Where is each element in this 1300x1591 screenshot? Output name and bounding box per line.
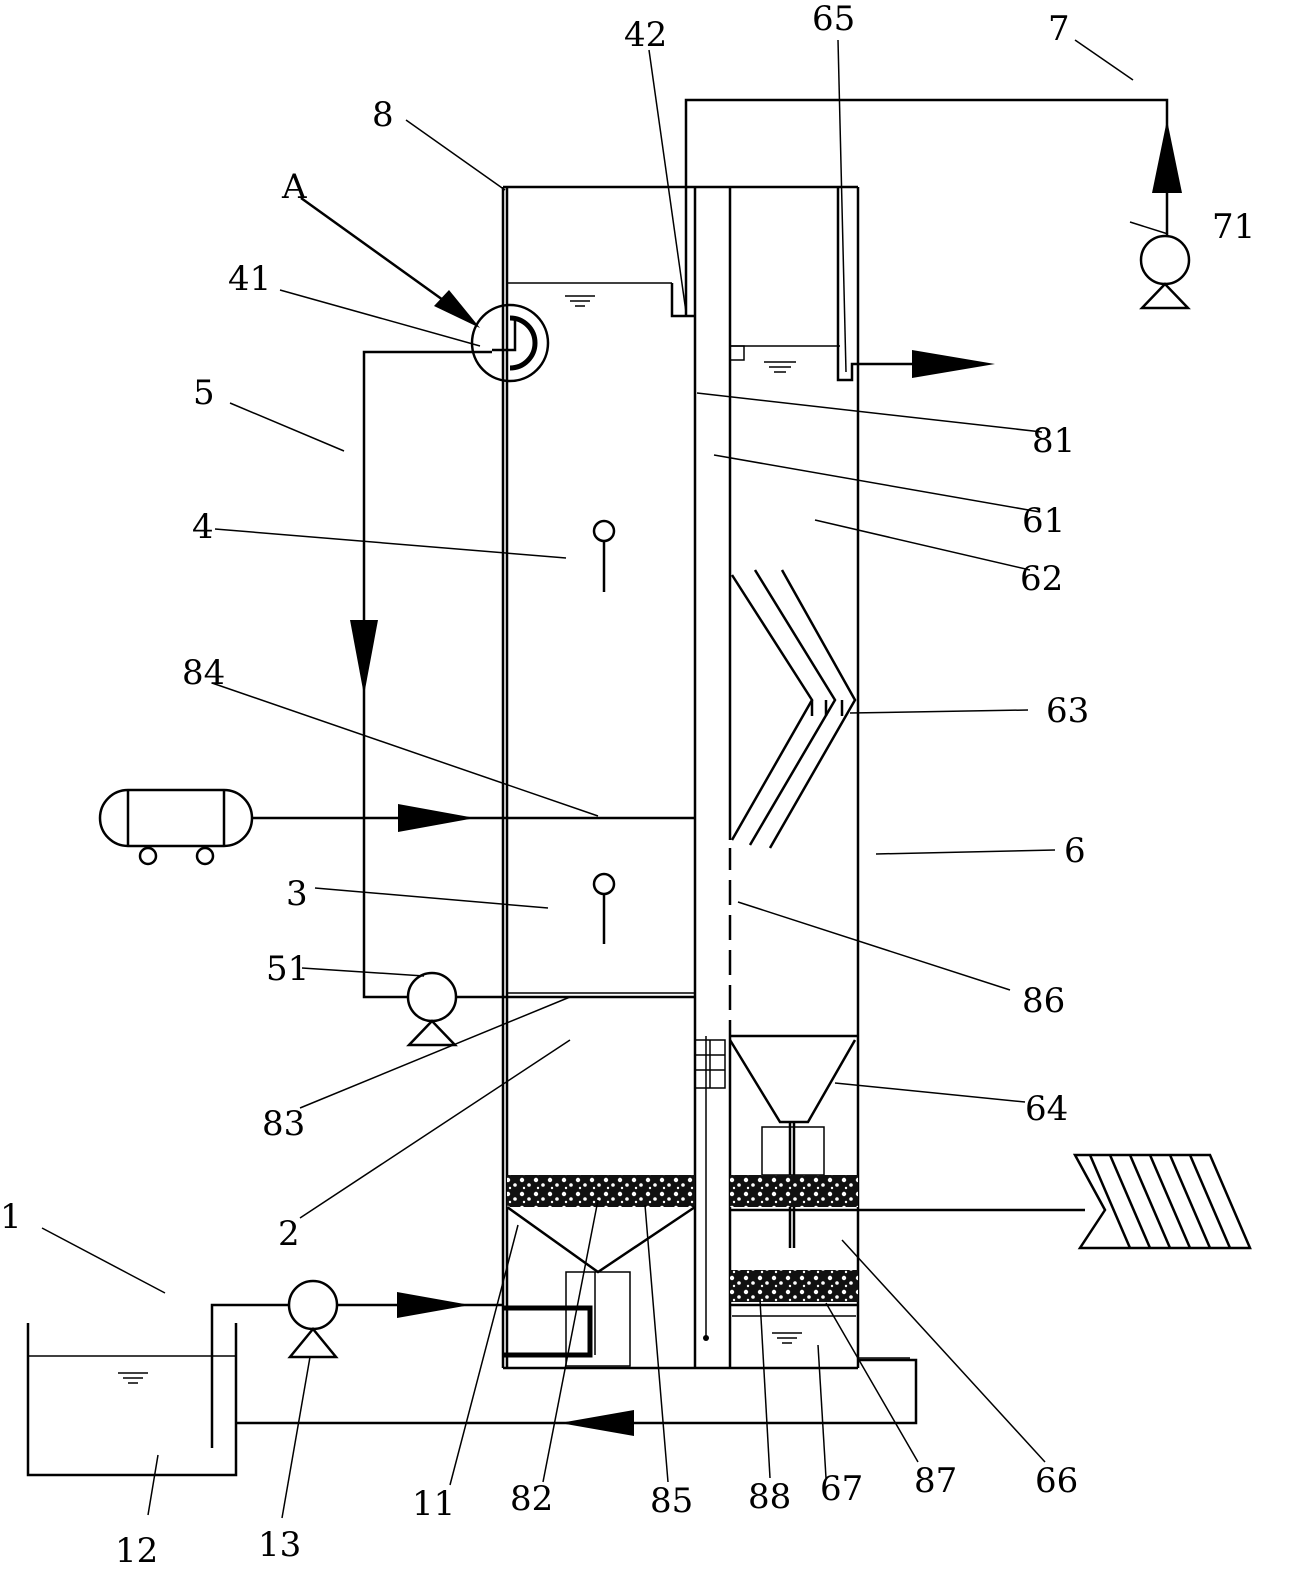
label-85: 85 — [650, 1481, 693, 1521]
label-1: 1 — [0, 1197, 22, 1237]
return-pipe-7 — [684, 98, 1182, 316]
sludge-outlet-icon — [1072, 1153, 1252, 1250]
label-11: 11 — [412, 1484, 455, 1524]
label-2: 2 — [278, 1214, 300, 1254]
label-7: 7 — [1048, 9, 1070, 49]
inlet-41-icon — [470, 303, 550, 383]
label-88: 88 — [748, 1477, 791, 1517]
label-71: 71 — [1212, 207, 1255, 247]
hopper-64 — [728, 1034, 858, 1248]
label-61: 61 — [1022, 501, 1065, 541]
label-86: 86 — [1022, 981, 1065, 1021]
gravel-layer-66 — [730, 1175, 1085, 1212]
label-51: 51 — [266, 949, 309, 989]
main-reactor — [501, 185, 860, 1370]
label-82: 82 — [510, 1479, 553, 1519]
label-81: 81 — [1032, 421, 1075, 461]
label-4: 4 — [192, 507, 214, 547]
gravel-layer-82 — [506, 1175, 696, 1367]
label-83: 83 — [262, 1104, 305, 1144]
leader-lines — [41, 39, 1169, 1519]
label-42: 42 — [624, 15, 667, 55]
air-line-84 — [252, 804, 695, 832]
pump-71-icon — [1139, 234, 1191, 310]
return-line — [236, 1357, 918, 1436]
recirculation-pipe-5 — [350, 350, 492, 999]
label-3: 3 — [286, 874, 308, 914]
label-62: 62 — [1020, 559, 1063, 599]
label-A: A — [281, 167, 307, 207]
probe-4-icon — [592, 519, 616, 592]
label-8: 8 — [372, 95, 394, 135]
label-13: 13 — [258, 1525, 301, 1565]
tank-12 — [26, 1323, 238, 1477]
inclined-plates-63 — [730, 569, 857, 849]
label-87: 87 — [914, 1461, 957, 1501]
channel-ladder — [694, 1036, 726, 1341]
part-labels: 1 2 3 4 5 6 7 8 11 12 13 41 42 51 61 62 … — [0, 0, 1255, 1571]
probe-3-icon — [592, 872, 616, 944]
feed-pipe — [210, 1272, 596, 1448]
label-66: 66 — [1035, 1461, 1078, 1501]
upper-water-level — [507, 282, 695, 318]
distributor-83 — [456, 992, 695, 999]
air-tank-icon — [98, 788, 254, 866]
pump-13-icon — [287, 1279, 339, 1359]
label-5: 5 — [193, 373, 215, 413]
outlet-65 — [729, 187, 995, 382]
label-64: 64 — [1025, 1089, 1068, 1129]
label-12: 12 — [115, 1531, 158, 1571]
filter-layer-87 — [730, 1270, 858, 1344]
label-65: 65 — [812, 0, 855, 39]
pump-51-icon — [406, 971, 458, 1047]
label-41: 41 — [228, 259, 271, 299]
label-84: 84 — [182, 653, 225, 693]
label-6: 6 — [1064, 831, 1086, 871]
label-67: 67 — [820, 1469, 863, 1509]
label-63: 63 — [1046, 691, 1089, 731]
